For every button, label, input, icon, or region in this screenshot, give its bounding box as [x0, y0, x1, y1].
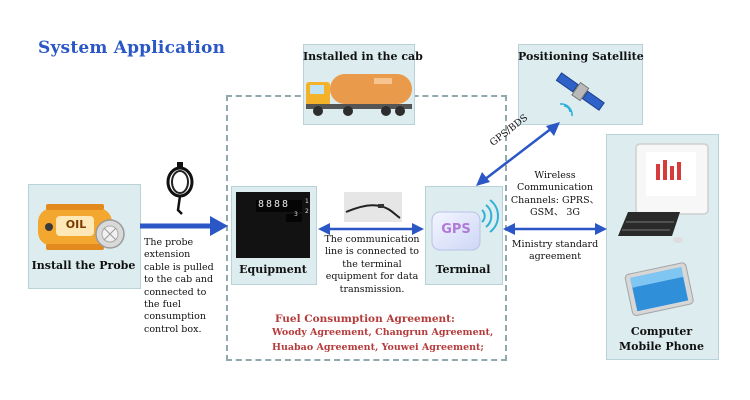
probe-note: The probe extension cable is pulled to t…	[144, 237, 214, 335]
cab-label: Installed in the cab	[303, 50, 423, 63]
oil-label: OIL	[65, 218, 87, 231]
equipment-side-1: 1	[305, 198, 309, 205]
equipment-side-2: 2	[305, 208, 309, 215]
communication-cable-icon	[344, 192, 402, 222]
equipment-device-icon	[236, 192, 310, 258]
computer-label-line2: Mobile Phone	[619, 340, 704, 353]
fuel-agreement-line-2: Huabao Agreement, Youwei Agreement;	[272, 342, 484, 353]
fuel-agreement-line-1: Woody Agreement, Changrun Agreement,	[272, 327, 494, 338]
equipment-side-3: 3	[294, 211, 298, 218]
equipment-terminal-arrow	[318, 223, 424, 235]
terminal-label: Terminal	[435, 263, 491, 276]
fuel-agreement-title: Fuel Consumption Agreement:	[275, 313, 455, 325]
probe-label: Install the Probe	[31, 259, 136, 272]
terminal-computer-arrow	[503, 223, 607, 235]
terminal-satellite-arrow	[476, 122, 560, 186]
tanker-truck-icon	[306, 74, 412, 116]
oil-tank-icon	[38, 204, 125, 250]
communication-note: The communication line is connected to t…	[324, 234, 420, 295]
laptop-icon	[618, 143, 709, 243]
satellite-icon	[555, 72, 605, 117]
computer-label-line1: Computer	[630, 325, 693, 338]
page-title: System Application	[38, 38, 226, 58]
probe-cable-icon	[166, 162, 194, 215]
equipment-label: Equipment	[239, 263, 307, 276]
gps-terminal-icon	[431, 199, 499, 251]
equipment-display: 8888	[258, 199, 291, 210]
probe-to-equipment-arrow	[140, 216, 228, 236]
satellite-label: Positioning Satellite	[518, 50, 644, 63]
wireless-note: Wireless Communication Channels: GPRS、 G…	[510, 170, 600, 219]
tablet-icon	[624, 262, 694, 316]
gps-label: GPS	[441, 222, 471, 237]
ministry-note: Ministry standard agreement	[511, 239, 599, 263]
